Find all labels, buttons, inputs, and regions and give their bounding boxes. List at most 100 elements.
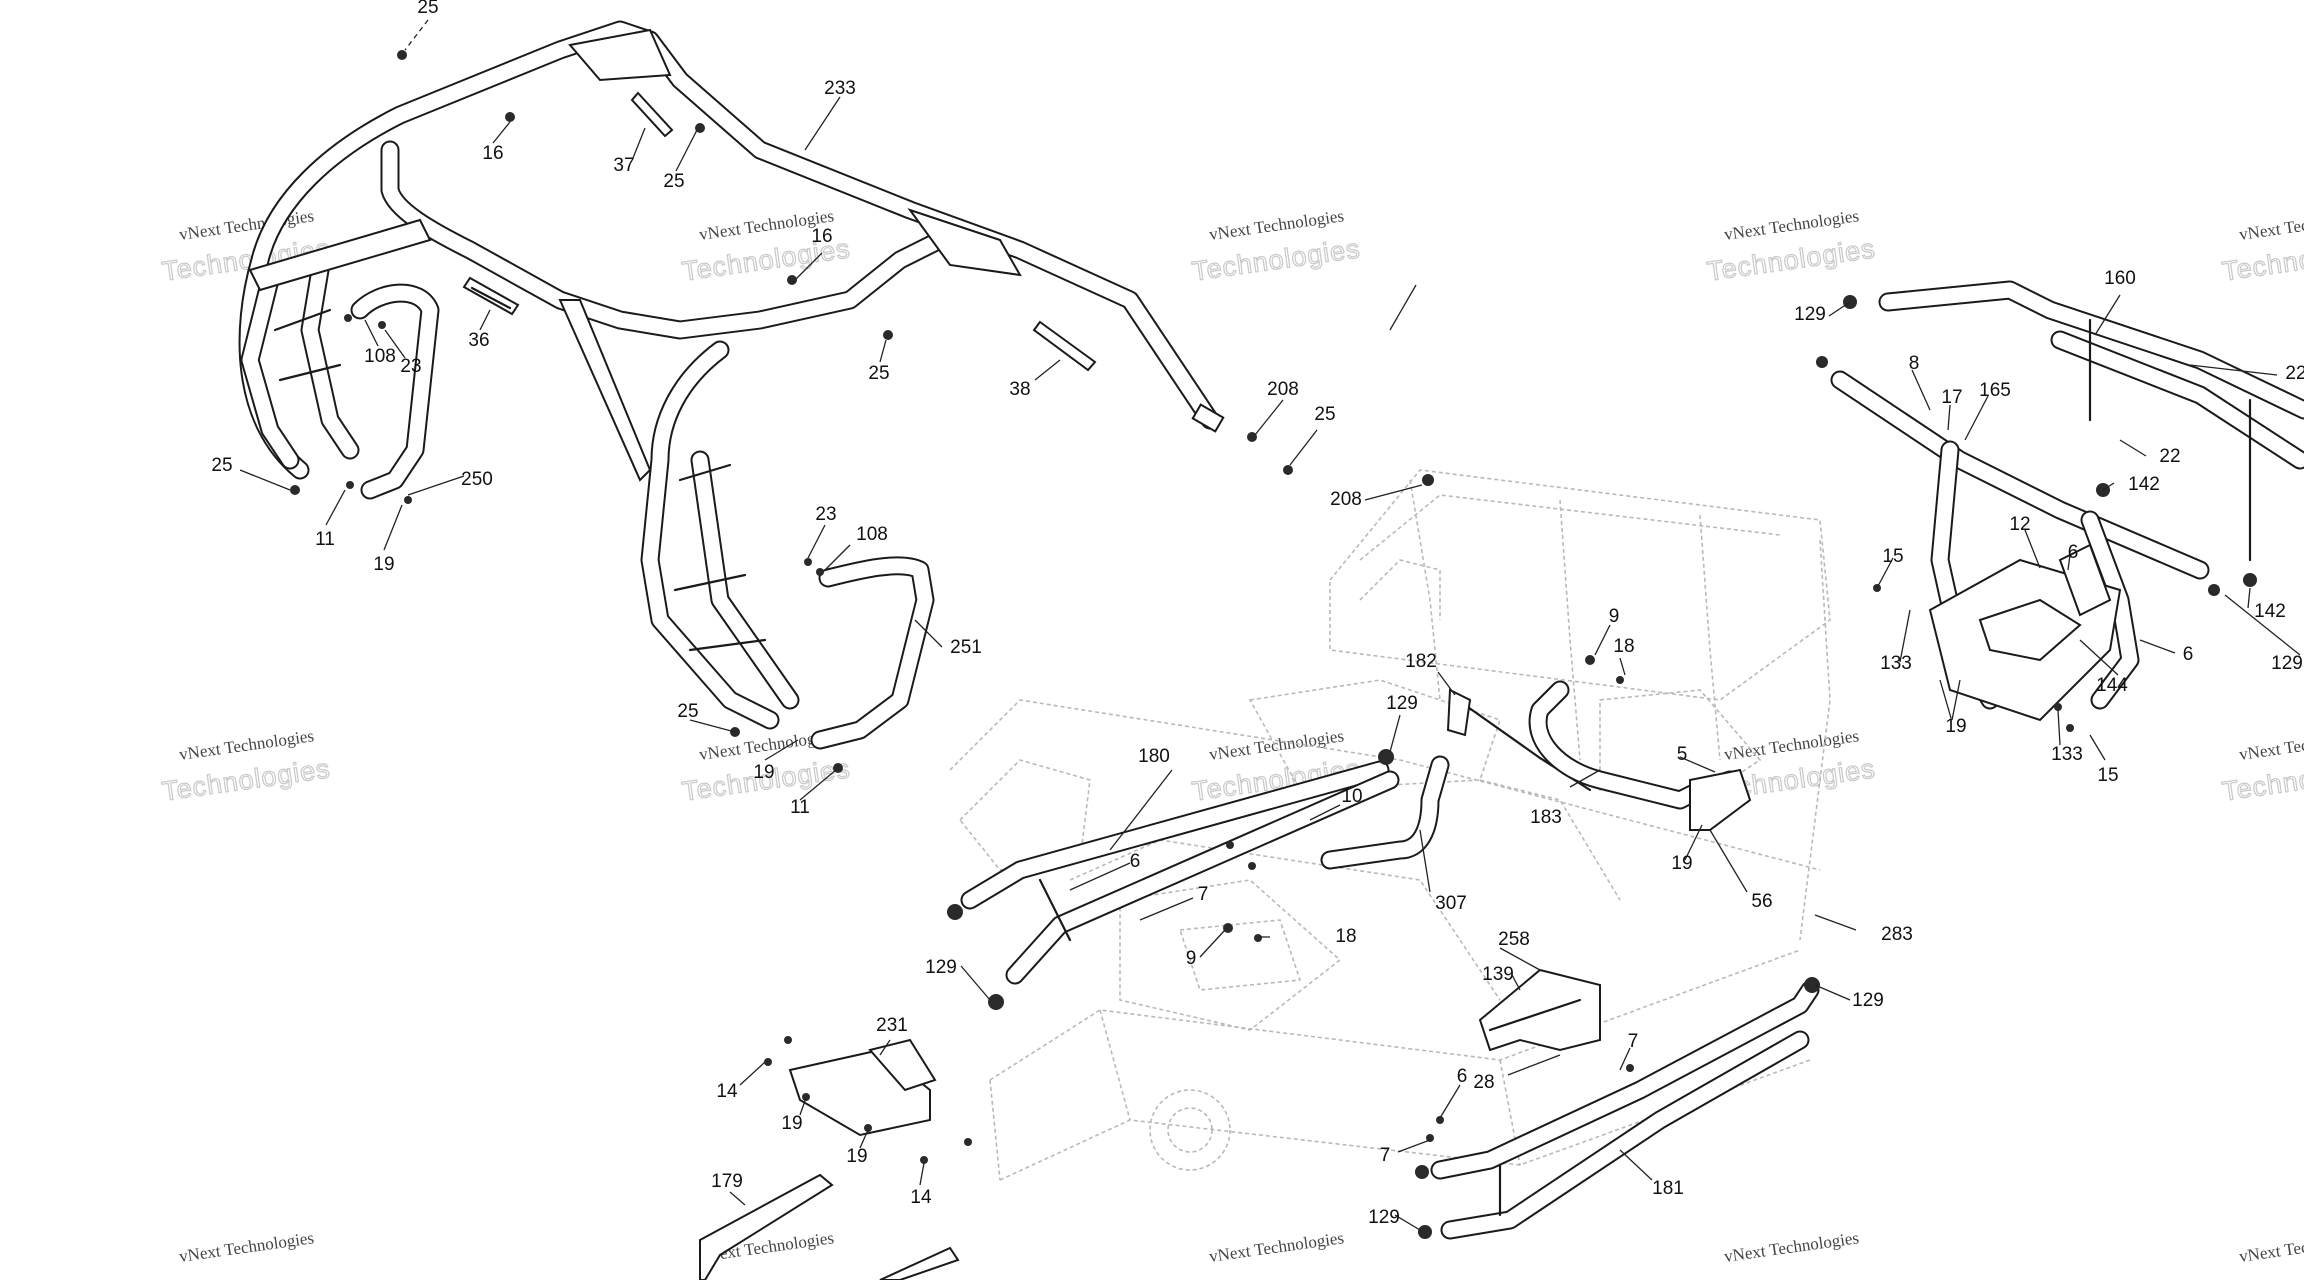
callout-14: 14 bbox=[910, 1187, 932, 1208]
watermark: vNext Technologies Technologies bbox=[1190, 206, 1363, 287]
callout-16: 16 bbox=[482, 143, 503, 164]
part-56-bracket bbox=[1689, 768, 1752, 831]
watermark-line1: vNext Technologies bbox=[2238, 206, 2304, 244]
cap bbox=[1804, 977, 1820, 993]
callout-leaders bbox=[239, 19, 2301, 1231]
bolt bbox=[397, 50, 407, 60]
callout-258: 258 bbox=[1498, 929, 1530, 950]
cap bbox=[2208, 584, 2220, 596]
nut bbox=[1254, 934, 1262, 942]
callout-231: 231 bbox=[876, 1015, 908, 1036]
callout-12: 12 bbox=[2009, 514, 2030, 535]
callout-9: 9 bbox=[1186, 948, 1197, 969]
nut bbox=[404, 496, 412, 504]
nut bbox=[787, 275, 797, 285]
watermark: vNext Technologies bbox=[178, 1228, 315, 1266]
callout-129: 129 bbox=[1386, 693, 1418, 714]
bolt bbox=[964, 1138, 972, 1146]
callout-22: 22 bbox=[2285, 363, 2304, 384]
callout-25: 25 bbox=[663, 171, 684, 192]
watermark: vNext Technologies Technologies bbox=[2220, 726, 2304, 807]
part-181-tube-assembly bbox=[1430, 980, 1820, 1240]
bolt bbox=[1585, 655, 1595, 665]
nut bbox=[864, 1124, 872, 1132]
callout-233: 233 bbox=[824, 78, 856, 99]
callout-18: 18 bbox=[1335, 926, 1356, 947]
callout-7: 7 bbox=[1628, 1031, 1639, 1052]
nut bbox=[816, 568, 824, 576]
callout-142: 142 bbox=[2254, 601, 2286, 622]
callout-16: 16 bbox=[811, 226, 832, 247]
cap bbox=[947, 904, 963, 920]
callout-283: 283 bbox=[1881, 924, 1913, 945]
callouts: 25 16 233 37 25 16 108 23 36 25 38 208 2… bbox=[211, 0, 2304, 1228]
callout-19: 19 bbox=[373, 554, 394, 575]
watermark: vNext Technologies bbox=[1723, 1228, 1860, 1266]
callout-23: 23 bbox=[815, 504, 836, 525]
part-182-183-cross-bar bbox=[1446, 680, 1740, 810]
part-251-side-bar bbox=[810, 556, 935, 750]
callout-160: 160 bbox=[2104, 268, 2136, 289]
callout-11: 11 bbox=[790, 797, 810, 818]
watermarks: vNext Technologies Technologies vNext Te… bbox=[160, 206, 2304, 1266]
cap bbox=[2243, 573, 2257, 587]
callout-108: 108 bbox=[856, 524, 888, 545]
callout-7: 7 bbox=[1380, 1145, 1391, 1166]
callout-139: 139 bbox=[1482, 964, 1514, 985]
nut bbox=[695, 123, 705, 133]
callout-15: 15 bbox=[2097, 765, 2118, 786]
callout-182: 182 bbox=[1405, 651, 1437, 672]
callout-11: 11 bbox=[315, 529, 335, 550]
callout-19: 19 bbox=[1945, 716, 1966, 737]
bolt bbox=[2066, 724, 2074, 732]
bolt bbox=[1223, 923, 1233, 933]
part-38-plate bbox=[1032, 320, 1097, 372]
callout-23: 23 bbox=[400, 356, 421, 377]
callout-129: 129 bbox=[1794, 304, 1826, 325]
watermark: vNext Technologies Technologies bbox=[160, 726, 333, 807]
callout-307: 307 bbox=[1435, 893, 1467, 914]
bolt bbox=[784, 1036, 792, 1044]
callout-133: 133 bbox=[1880, 653, 1912, 674]
callout-10: 10 bbox=[1341, 786, 1362, 807]
cap bbox=[1415, 1165, 1429, 1179]
cap bbox=[988, 994, 1004, 1010]
watermark-line1: vNext Technologies bbox=[2238, 1228, 2304, 1266]
bolt bbox=[346, 481, 354, 489]
bolt bbox=[1626, 1064, 1634, 1072]
watermark-line1: vNext Technologies bbox=[2238, 726, 2304, 764]
callout-25: 25 bbox=[211, 455, 232, 476]
part-12-bracket bbox=[2058, 543, 2112, 617]
callout-6: 6 bbox=[1457, 1066, 1468, 1087]
part-37-plate bbox=[630, 91, 674, 138]
callout-251: 251 bbox=[950, 637, 982, 658]
bolt bbox=[804, 558, 812, 566]
bolt bbox=[1226, 841, 1234, 849]
callout-129: 129 bbox=[1852, 990, 1884, 1011]
watermark-line1: vNext Technologies bbox=[1208, 1228, 1345, 1266]
callout-15: 15 bbox=[1882, 546, 1903, 567]
callout-17: 17 bbox=[1941, 387, 1962, 408]
callout-25: 25 bbox=[677, 701, 698, 722]
part-231-bracket bbox=[788, 1038, 937, 1137]
hardware bbox=[290, 50, 2257, 1239]
watermark-line1: vNext Technologies bbox=[1723, 1228, 1860, 1266]
callout-108: 108 bbox=[364, 346, 396, 367]
cap bbox=[1378, 749, 1394, 765]
callout-6: 6 bbox=[2183, 644, 2194, 665]
bolt bbox=[920, 1156, 928, 1164]
part-179-bracket bbox=[699, 1173, 960, 1280]
bolt bbox=[2054, 703, 2062, 711]
callout-25: 25 bbox=[1314, 404, 1335, 425]
part-36-plate bbox=[462, 276, 520, 316]
part-307-tube bbox=[1320, 755, 1450, 870]
callout-6: 6 bbox=[1130, 851, 1141, 872]
part-250-side-bar bbox=[350, 283, 440, 500]
bolt bbox=[1247, 432, 1257, 442]
nut bbox=[802, 1093, 810, 1101]
cap bbox=[1418, 1225, 1432, 1239]
watermark-line1: vNext Technologies bbox=[178, 1228, 315, 1266]
bolt bbox=[883, 330, 893, 340]
callout-208: 208 bbox=[1267, 379, 1299, 400]
